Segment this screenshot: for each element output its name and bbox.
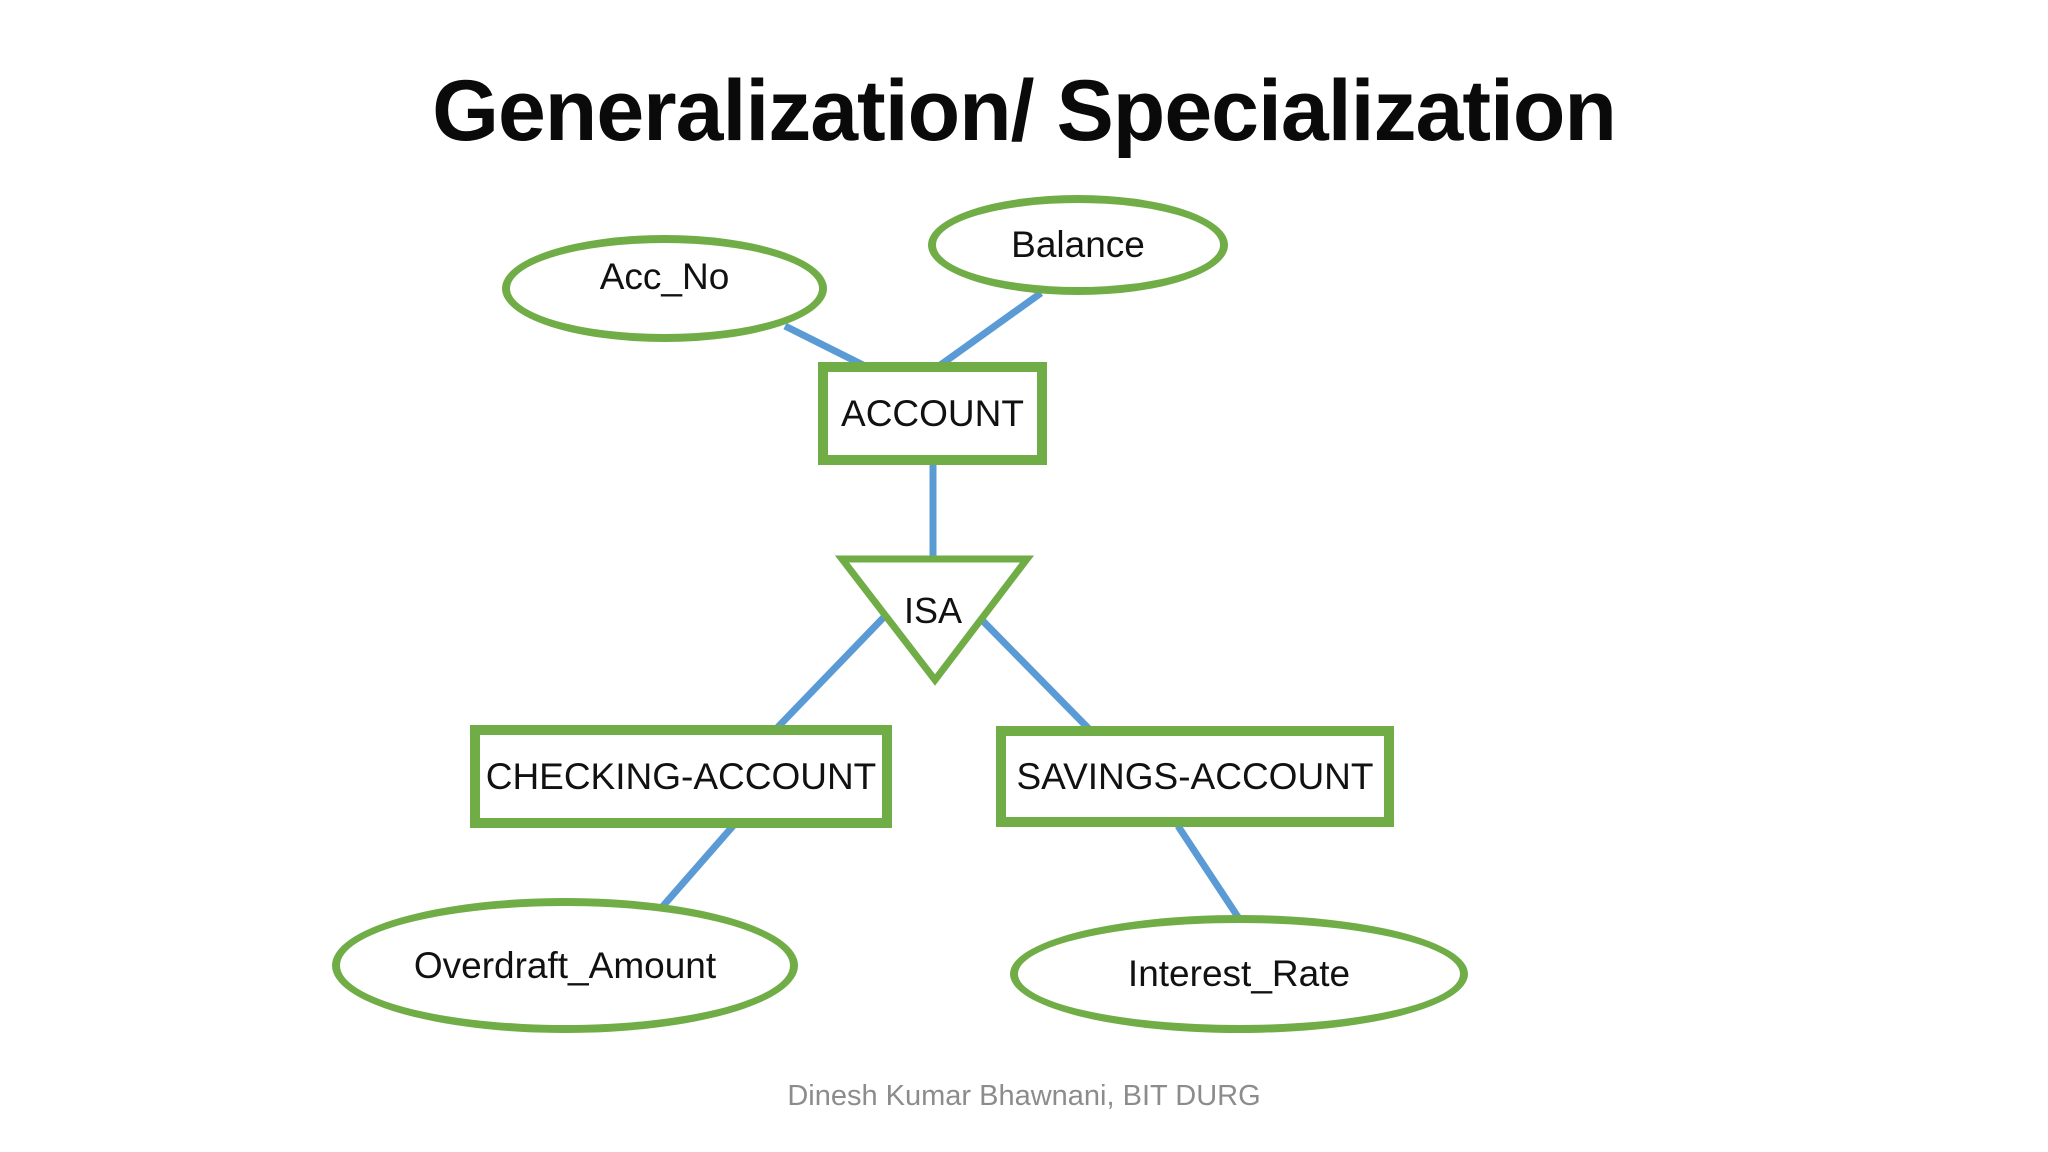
- connector-accno-account: [783, 322, 869, 371]
- attribute-overdraft-amount: Overdraft_Amount: [332, 898, 798, 1033]
- entity-checking-account-label: CHECKING-ACCOUNT: [485, 755, 877, 797]
- attribute-overdraft-amount-label: Overdraft_Amount: [413, 944, 717, 986]
- attribute-balance: Balance: [928, 195, 1228, 295]
- connector-checking-overdraft: [660, 823, 736, 909]
- entity-account: ACCOUNT: [818, 362, 1047, 465]
- attribute-acc-no: Acc_No: [502, 235, 827, 342]
- attribute-acc-no-label: Acc_No: [599, 255, 730, 297]
- entity-checking-account: CHECKING-ACCOUNT: [470, 725, 892, 828]
- connector-isa-savings: [976, 614, 1092, 732]
- connector-savings-interest: [1175, 824, 1241, 919]
- connector-isa-checking: [773, 614, 887, 732]
- attribute-interest-rate-label: Interest_Rate: [1127, 953, 1351, 994]
- entity-savings-account-label: SAVINGS-ACCOUNT: [1016, 755, 1374, 797]
- attribute-interest-rate: Interest_Rate: [1010, 915, 1468, 1033]
- isa-relationship-label: ISA: [903, 590, 963, 631]
- slide-title: Generalization/ Specialization: [432, 63, 1617, 159]
- connector-balance-account: [936, 290, 1044, 369]
- attribute-balance-label: Balance: [1011, 224, 1145, 265]
- entity-account-label: ACCOUNT: [841, 392, 1024, 434]
- slide-footer-credit: Dinesh Kumar Bhawnani, BIT DURG: [787, 1080, 1261, 1112]
- entity-savings-account: SAVINGS-ACCOUNT: [996, 726, 1394, 827]
- isa-triangle: [834, 555, 1035, 686]
